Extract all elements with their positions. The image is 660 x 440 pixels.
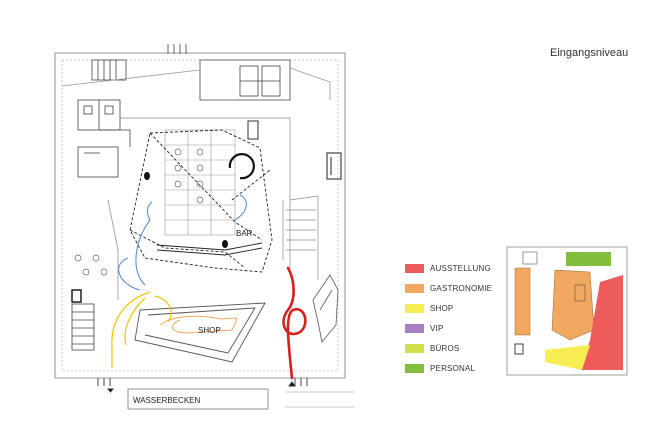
legend-label: GASTRONOMIE [430,284,493,293]
legend-swatch [405,344,424,353]
bottom-entrances [97,378,308,393]
visitor-path-orange [159,315,237,334]
visitor-path-red [282,266,307,380]
visitor-path-yellow [111,291,172,368]
pool-label: WASSERBECKEN [133,396,200,405]
mini-plan [506,246,628,376]
top-rooms [61,59,331,101]
stair-left [71,289,95,351]
top-entrance [167,44,187,54]
legend-swatch [405,304,424,313]
legend-label: PERSONAL [430,364,476,373]
legend-swatch [405,284,424,293]
stair-top-left [91,59,127,81]
legend: AUSSTELLUNG GASTRONOMIE SHOP VIP BÜROS P… [405,263,492,383]
legend-swatch [405,324,424,333]
legend-label: BÜROS [430,344,460,353]
bar-label: BAR [236,229,253,238]
bar-counter [156,242,263,256]
column-block [247,120,259,140]
legend-label: AUSSTELLUNG [430,264,491,273]
water-basin [127,388,269,410]
legend-item-personal: PERSONAL [405,363,492,374]
legend-item-vip: VIP [405,323,492,334]
right-door-block [326,152,342,180]
legend-swatch [405,264,424,273]
legend-item-bueros: BÜROS [405,343,492,354]
left-service-rooms [77,99,131,178]
spiral-stair-symbol [228,153,255,180]
legend-label: VIP [430,324,444,333]
right-sculpture [312,274,339,344]
inner-structure [107,117,319,300]
visitor-path-blue [118,194,247,291]
cafe-tables [74,148,204,276]
legend-swatch [405,364,424,373]
legend-item-shop: SHOP [405,303,492,314]
legend-item-gastronomie: GASTRONOMIE [405,283,492,294]
bottom-right-lines [285,391,355,408]
seating-grid [164,129,236,236]
marker-dot [222,240,228,248]
legend-label: SHOP [430,304,454,313]
shop-label: SHOP [198,326,221,335]
bar-zone-outline [129,129,273,273]
shop-island [134,302,266,363]
legend-item-ausstellung: AUSSTELLUNG [405,263,492,274]
page-title: Eingangsniveau [550,47,629,59]
marker-dot [144,172,150,180]
